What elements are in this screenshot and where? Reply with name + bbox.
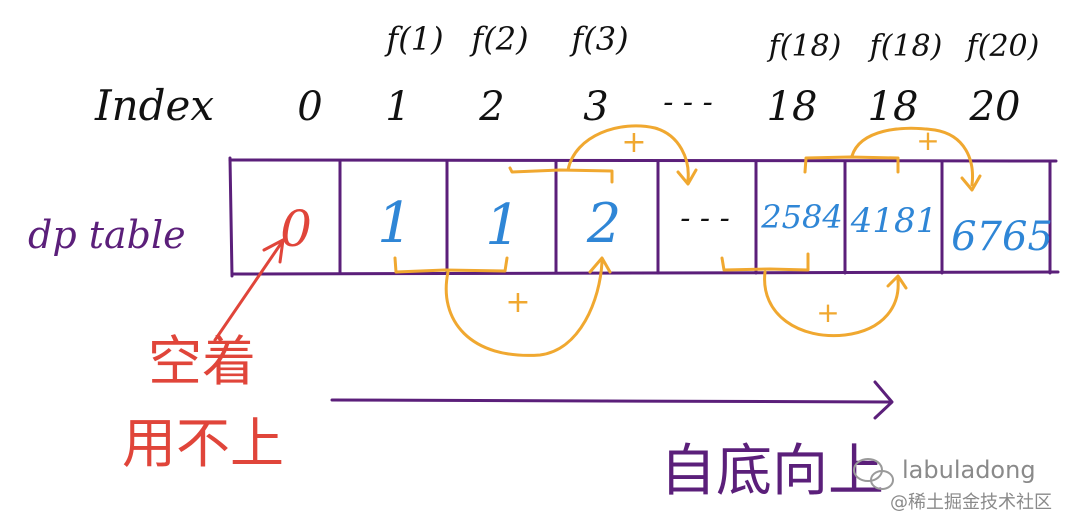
direction-arrow-line xyxy=(330,398,892,404)
dp-value-7: 6765 xyxy=(951,214,1053,260)
direction-arrowhead xyxy=(873,380,894,420)
note-line-1: 空着 xyxy=(148,330,256,393)
table-left-border xyxy=(228,156,234,278)
dp-value-ellipsis: - - - xyxy=(680,201,729,236)
table-bottom-border xyxy=(230,270,1060,276)
recurrence-arrows xyxy=(393,124,982,357)
dp-value-6: 4181 xyxy=(850,201,938,241)
note-arrowhead xyxy=(262,238,285,264)
wechat-icon xyxy=(853,458,894,490)
plus-sign-1: + xyxy=(505,285,530,320)
function-label-3: f(3) xyxy=(569,20,628,58)
function-label-5: f(18) xyxy=(767,29,842,64)
table-top-border xyxy=(228,158,1058,163)
function-label-6: f(18) xyxy=(868,29,943,64)
dp-value-1: 1 xyxy=(377,191,413,256)
dp-value-3: 2 xyxy=(586,192,621,255)
bracket-2584-4181-top xyxy=(803,155,900,174)
index-value-1: 1 xyxy=(385,84,410,130)
plus-sign-2: + xyxy=(621,125,646,160)
bracket-ellipsis-2584-bottom xyxy=(720,252,810,272)
dp-table-label: dp table xyxy=(28,213,186,257)
function-label-7: f(20) xyxy=(965,29,1040,64)
index-row: Index 0 1 2 3 - - - 18 18 20 xyxy=(94,81,1020,130)
curve-arrow-to-4181 xyxy=(763,270,900,338)
direction-label: 自底向上 xyxy=(660,439,884,504)
index-label: Index xyxy=(94,81,214,130)
dp-values: 0 1 1 2 - - - 2584 4181 6765 xyxy=(280,191,1053,260)
watermark: labuladong @稀土掘金技术社区 xyxy=(853,456,1052,513)
index-value-ellipsis: - - - xyxy=(663,85,712,120)
note-arrow xyxy=(213,240,284,342)
unused-note: 空着 用不上 xyxy=(122,238,285,475)
index-value-2: 2 xyxy=(478,84,504,130)
bracket-dp1-dp2-bottom xyxy=(393,256,509,274)
curve-arrow-to-6765 xyxy=(850,126,975,187)
direction-indicator: 自底向上 xyxy=(330,380,894,504)
arrowhead-ellipsis xyxy=(676,168,698,186)
dp-value-2: 1 xyxy=(485,193,521,258)
index-value-6: 18 xyxy=(868,84,919,130)
index-value-3: 3 xyxy=(583,84,608,130)
watermark-account: labuladong xyxy=(902,456,1036,484)
note-line-2: 用不上 xyxy=(122,412,284,475)
curve-arrow-to-ellipsis xyxy=(566,124,690,182)
arrowhead-dp3 xyxy=(588,256,612,274)
bracket-dp2-dp3-top xyxy=(508,166,614,184)
index-value-0: 0 xyxy=(297,84,322,130)
plus-signs: + + + + xyxy=(505,124,939,329)
curve-arrow-to-dp3 xyxy=(444,260,604,357)
dp-table-grid xyxy=(228,156,1060,278)
function-label-2: f(2) xyxy=(469,20,528,58)
arrowhead-4181 xyxy=(886,274,908,290)
plus-sign-4: + xyxy=(916,124,939,157)
watermark-site: @稀土掘金技术社区 xyxy=(890,492,1052,513)
dp-value-0: 0 xyxy=(280,200,312,258)
function-labels: f(1) f(2) f(3) f(18) f(18) f(20) xyxy=(384,20,1039,64)
function-label-1: f(1) xyxy=(384,20,443,58)
plus-sign-3: + xyxy=(816,296,839,329)
dp-value-5: 2584 xyxy=(760,198,842,236)
index-value-7: 20 xyxy=(969,84,1021,130)
arrowhead-6765 xyxy=(960,174,982,192)
index-value-5: 18 xyxy=(767,84,818,130)
